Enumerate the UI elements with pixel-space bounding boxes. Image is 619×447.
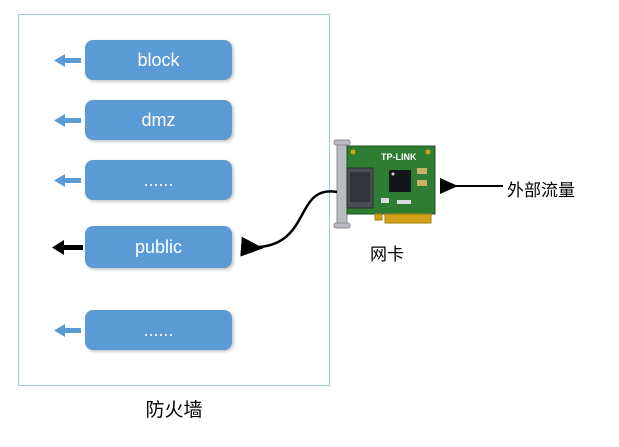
zone-block: block: [85, 40, 232, 80]
left-arrow-icon: [54, 54, 81, 67]
nic-label: 网卡: [370, 245, 404, 264]
network-card-image: TP-LINK: [333, 139, 436, 229]
external-traffic-label: 外部流量: [507, 181, 575, 200]
nic-brand-text: TP-LINK: [381, 152, 417, 162]
zone-dmz: dmz: [85, 100, 232, 140]
left-arrow-black-icon: [52, 240, 83, 255]
zone-public: public: [85, 226, 232, 268]
zone-ellipsis-2: ......: [85, 310, 232, 350]
firewall-label: 防火墙: [145, 400, 203, 421]
left-arrow-icon: [54, 174, 81, 187]
left-arrow-icon: [54, 114, 81, 127]
zone-ellipsis-1: ......: [85, 160, 232, 200]
left-arrow-icon: [54, 324, 81, 337]
